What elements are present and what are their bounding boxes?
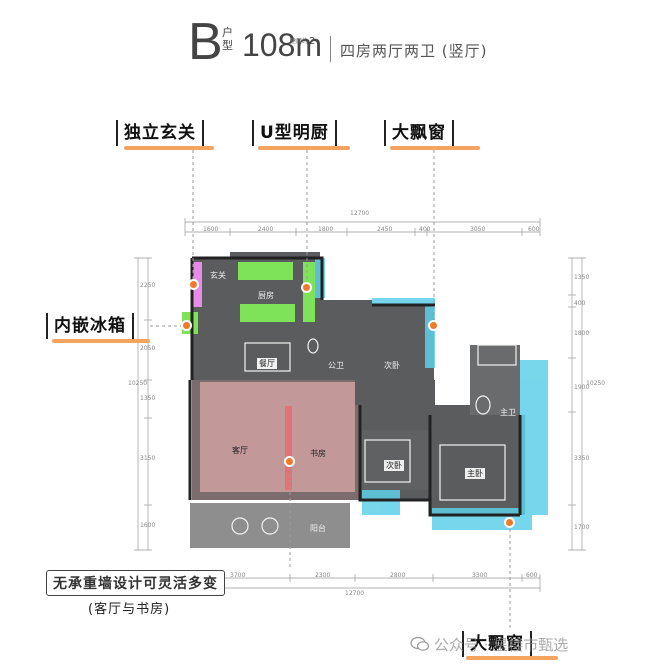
kitchen-counter-top xyxy=(238,262,293,280)
top-dim-5: 400 xyxy=(419,226,431,233)
right-dim-4: 1900 xyxy=(574,384,590,391)
top-total-dimension: 12700 xyxy=(350,210,370,217)
callout-bay-window-bottom: 大飘窗 xyxy=(462,631,532,657)
right-dim-2: 400 xyxy=(574,300,586,307)
living-study-highlight xyxy=(200,382,355,492)
left-dim-4: 3150 xyxy=(140,455,156,462)
top-dim-7: 600 xyxy=(528,226,540,233)
right-dim-1: 1350 xyxy=(574,274,590,281)
room-living: 客厅 xyxy=(232,446,248,455)
unit-type-label: 户型 xyxy=(222,26,233,52)
area-note: 建面约 xyxy=(290,38,309,45)
right-dim-6: 1700 xyxy=(574,524,590,531)
watermark-text: 公众号 · 星楼市甄选 xyxy=(434,636,569,654)
top-dim-1: 1600 xyxy=(203,226,219,233)
callout-bay-window-bottom-underline xyxy=(466,656,558,660)
left-total-dimension: 10250 xyxy=(128,380,148,387)
left-dim-5: 1600 xyxy=(140,522,156,529)
bay-window-top-marker-dot xyxy=(428,320,439,331)
bay-windows xyxy=(315,258,548,530)
callout-flexible: 无承重墙设计可灵活多变 xyxy=(46,570,225,596)
left-dim-1: 2250 xyxy=(140,282,156,289)
kitchen-counter-bottom xyxy=(240,304,295,322)
walls xyxy=(188,256,522,517)
bottom-dim-3: 2800 xyxy=(390,572,406,579)
room-study: 书房 xyxy=(310,449,326,458)
top-dim-3: 1800 xyxy=(318,226,334,233)
leader-lines xyxy=(150,150,511,630)
room-balcony: 阳台 xyxy=(310,524,326,533)
room-master: 主卧 xyxy=(465,468,485,479)
callout-bay-window-top: 大飘窗 xyxy=(384,120,454,146)
bay-window-bottom-marker-dot xyxy=(504,517,515,528)
room-bedroom-second: 次卧 xyxy=(384,460,404,471)
right-dim-3: 1800 xyxy=(574,330,590,337)
right-dim-5: 3350 xyxy=(574,455,590,462)
bottom-dim-1: 3700 xyxy=(230,572,246,579)
side-dimension-lines xyxy=(134,257,586,551)
callout-fridge-underline xyxy=(52,339,150,343)
unit-description: 四房两厅两卫 (竖厅) xyxy=(340,42,488,60)
partition-wall xyxy=(285,406,292,490)
flexible-marker-dot xyxy=(284,456,295,467)
room-bedroom-sub: 次卧 xyxy=(384,361,400,370)
left-dim-2: 2050 xyxy=(140,345,156,352)
bottom-dim-4: 3300 xyxy=(472,572,488,579)
top-dim-4: 2450 xyxy=(377,226,393,233)
header-divider xyxy=(330,36,331,62)
top-dim-2: 2400 xyxy=(258,226,274,233)
callout-kitchen-underline xyxy=(258,146,350,150)
furniture xyxy=(231,338,517,535)
area-superscript: 2 xyxy=(309,36,316,47)
room-master-bath: 主卫 xyxy=(500,408,516,417)
room-public-bath: 公卫 xyxy=(328,361,344,370)
callout-fridge: 内嵌冰箱 xyxy=(46,313,134,339)
room-kitchen: 厨房 xyxy=(258,291,274,300)
right-total-dimension: 10250 xyxy=(586,380,606,387)
room-foyer: 玄关 xyxy=(210,271,226,280)
bottom-dim-5: 600 xyxy=(526,572,538,579)
top-dim-6: 3050 xyxy=(470,226,486,233)
unit-area: 108m xyxy=(242,27,323,63)
bottom-dim-2: 2300 xyxy=(315,572,331,579)
kitchen-marker-dot xyxy=(301,282,312,293)
callout-kitchen: U型明厨 xyxy=(252,120,337,146)
left-dim-3: 1350 xyxy=(140,395,156,402)
callout-entrance: 独立玄关 xyxy=(116,120,204,146)
room-dining: 餐厅 xyxy=(257,358,277,369)
bottom-total-dimension: 12700 xyxy=(345,590,365,597)
callout-entrance-underline xyxy=(124,146,214,150)
top-dimension-lines xyxy=(184,218,541,236)
unit-type-letter: B xyxy=(188,13,223,71)
entrance-marker-dot xyxy=(188,279,199,290)
fridge-marker-dot xyxy=(181,320,192,331)
callout-flexible-sub: (客厅与书房) xyxy=(88,602,171,617)
callout-bay-window-top-underline xyxy=(390,146,480,150)
wechat-icon xyxy=(410,636,430,652)
